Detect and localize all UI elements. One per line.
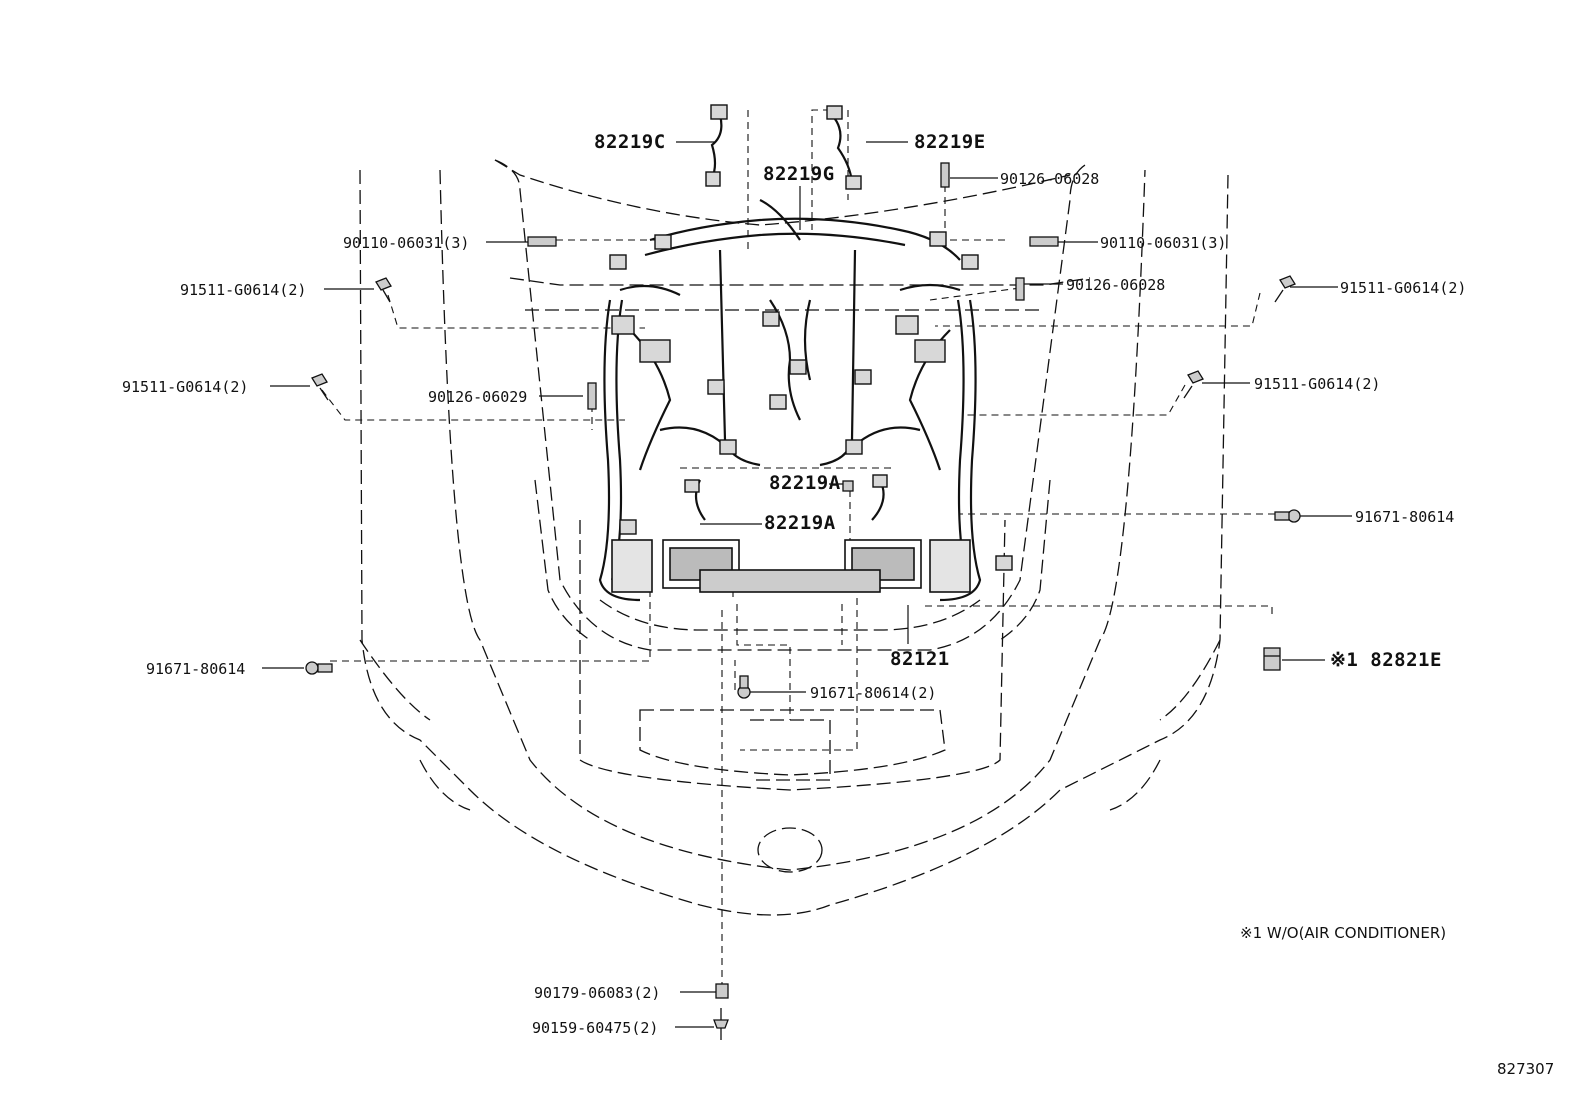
callout-90126-06028-top: 90126-06028: [1000, 170, 1100, 188]
bolt-icon: [305, 661, 333, 675]
bolt-icon: [1183, 370, 1204, 399]
fasteners: [305, 162, 1301, 1040]
callout-90110-06031-left: 90110-06031(3): [343, 234, 470, 252]
callout-91511-G0614-mid-left: 91511-G0614(2): [122, 378, 249, 396]
callout-lines: [262, 141, 1352, 1028]
control-modules: [611, 539, 971, 593]
callout-82219C: 82219C: [594, 131, 666, 153]
callout-90179-06083: 90179-06083(2): [534, 984, 661, 1002]
callout-82121: 82121: [890, 648, 950, 670]
callout-82219A-upper: 82219A: [769, 472, 841, 494]
callout-91671-80614-right: 91671-80614: [1355, 508, 1455, 526]
bolt-icon: [713, 1008, 729, 1040]
footnote-air-conditioner: ※1 W/O(AIR CONDITIONER): [1240, 924, 1447, 942]
callout-90126-06028-mid: 90126-06028: [1066, 276, 1166, 294]
callout-91671-80614-center: 91671-80614(2): [810, 684, 937, 702]
bolt-icon: [311, 373, 329, 401]
diagram-code: 827307: [1497, 1060, 1555, 1078]
callout-91511-G0614-mid-right: 91511-G0614(2): [1254, 375, 1381, 393]
bolt-icon: [375, 277, 392, 303]
bolt-icon: [527, 236, 557, 247]
clip-icon: [715, 983, 729, 999]
bolt-icon: [1029, 236, 1059, 247]
clip-icon: [842, 480, 854, 492]
callout-82219G: 82219G: [763, 163, 835, 185]
callout-90110-06031-right: 90110-06031(3): [1100, 234, 1227, 252]
callout-91511-G0614-upper-left: 91511-G0614(2): [180, 281, 307, 299]
leader-lines: [321, 109, 1275, 990]
bolt-icon: [1274, 509, 1301, 523]
callout-91671-80614-left: 91671-80614: [146, 660, 246, 678]
harness-connectors: [609, 104, 1013, 571]
stud-icon: [587, 382, 597, 410]
vehicle-outline: [359, 159, 1229, 916]
bolt-icon: [1274, 275, 1296, 303]
stud-icon: [940, 162, 950, 188]
clip-icon: [1263, 647, 1281, 671]
callout-82219E: 82219E: [914, 131, 986, 153]
callout-82821E: ※1 82821E: [1330, 649, 1442, 671]
stud-icon: [1015, 277, 1025, 301]
callout-91511-G0614-upper-right: 91511-G0614(2): [1340, 279, 1467, 297]
callout-90159-60475: 90159-60475(2): [532, 1019, 659, 1037]
callout-90126-06029: 90126-06029: [428, 388, 528, 406]
callout-82219A-lower: 82219A: [764, 512, 836, 534]
bolt-icon: [737, 675, 751, 699]
